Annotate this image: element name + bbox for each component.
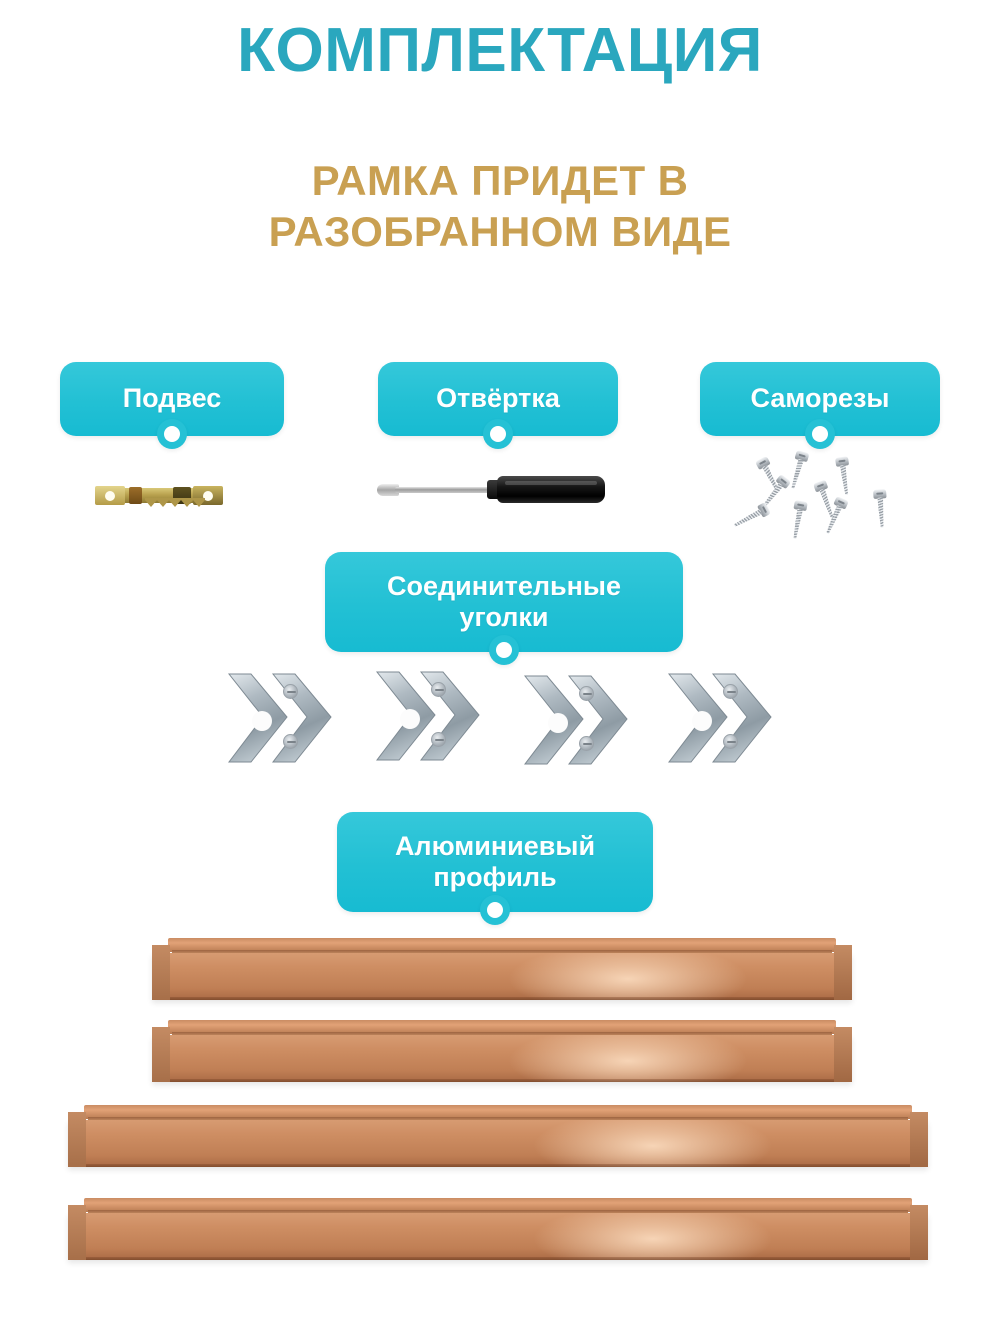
- badge-podves-label: Подвес: [122, 383, 222, 414]
- screw-shank: [733, 509, 762, 528]
- badge-pin-icon: [480, 895, 510, 925]
- screw-shank: [790, 459, 804, 489]
- aluminium-profile-bar: [152, 938, 852, 1000]
- profile-end-left: [152, 1027, 170, 1082]
- badge-ugolki-text: Соединительные уголки: [387, 571, 621, 634]
- profile-end-left: [68, 1205, 86, 1260]
- badge-profil-text: Алюминиевый профиль: [395, 831, 595, 894]
- badge-pin-icon: [157, 419, 187, 449]
- bracket-screw: [431, 682, 446, 697]
- bracket-screw: [283, 734, 298, 749]
- badge-ugolki-line2: уголки: [459, 602, 549, 632]
- badge-otvertka: Отвёртка: [378, 362, 618, 449]
- profile-groove: [172, 1032, 832, 1037]
- hanger-dark-segment: [129, 487, 142, 504]
- screwdriver-handle: [497, 476, 605, 503]
- screw-shank: [877, 497, 885, 527]
- profile-top-lip: [168, 1020, 836, 1034]
- bracket-screw: [723, 734, 738, 749]
- badge-ugolki-line1: Соединительные: [386, 570, 622, 601]
- badge-profil-line2: профиль: [433, 862, 557, 892]
- corner-brackets-image: [225, 668, 785, 768]
- bracket-chevron-right: [269, 670, 333, 766]
- page-title: КОМПЛЕКТАЦИЯ: [237, 16, 763, 85]
- badge-samorezy-label: Саморезы: [750, 383, 890, 414]
- hanger-hole-left: [105, 491, 115, 501]
- bracket-chevron-left: [225, 670, 289, 766]
- bracket-hole: [400, 709, 420, 729]
- bracket-chevron-right: [709, 670, 773, 766]
- page-subtitle: РАМКА ПРИДЕТ В РАЗОБРАННОМ ВИДЕ: [268, 157, 732, 256]
- corner-bracket-item: [373, 668, 485, 764]
- profile-end-right: [834, 945, 852, 1000]
- profile-end-right: [834, 1027, 852, 1082]
- screw-shank: [840, 465, 850, 496]
- screwdriver-image: [375, 470, 605, 510]
- hanger-sawtooth-icon: [145, 498, 205, 507]
- corner-bracket-item: [225, 670, 337, 766]
- bracket-screw: [431, 732, 446, 747]
- aluminium-profile-bar: [68, 1198, 928, 1260]
- profile-groove: [172, 950, 832, 955]
- badge-podves: Подвес: [60, 362, 284, 449]
- aluminium-profile-bar: [152, 1020, 852, 1082]
- screwdriver-shaft: [395, 487, 499, 493]
- screws-image: [745, 450, 945, 575]
- badge-profil-line1: Алюминиевый: [394, 830, 596, 861]
- badge-samorezy: Саморезы: [700, 362, 940, 449]
- bracket-hole: [692, 711, 712, 731]
- screwdriver-phillips-tip: [377, 484, 399, 496]
- bracket-hole: [252, 711, 272, 731]
- bracket-chevron-right: [565, 672, 629, 768]
- profile-face: [68, 1213, 928, 1260]
- picture-hanger-image: [95, 484, 223, 508]
- bracket-screw: [579, 686, 594, 701]
- bracket-screw: [283, 684, 298, 699]
- bracket-hole: [548, 713, 568, 733]
- profile-end-right: [910, 1205, 928, 1260]
- badge-alyuminievyy-profil: Алюминиевый профиль: [337, 812, 653, 925]
- profile-end-left: [152, 945, 170, 1000]
- profile-top-lip: [84, 1105, 912, 1119]
- corner-bracket-item: [665, 670, 777, 766]
- aluminium-profile-bar: [68, 1105, 928, 1167]
- bracket-chevron-left: [665, 670, 729, 766]
- badge-pin-icon: [489, 635, 519, 665]
- corner-bracket-item: [521, 672, 633, 768]
- profile-face: [152, 1035, 852, 1082]
- bracket-chevron-right: [417, 668, 481, 764]
- profile-groove: [88, 1117, 908, 1122]
- screw-shank: [792, 508, 803, 539]
- bracket-chevron-left: [373, 668, 437, 764]
- badge-soedinitelnye-ugolki: Соединительные уголки: [325, 552, 683, 665]
- profile-top-lip: [84, 1198, 912, 1212]
- badge-pin-icon: [483, 419, 513, 449]
- badge-otvertka-label: Отвёртка: [436, 383, 560, 414]
- profile-end-right: [910, 1112, 928, 1167]
- profile-end-left: [68, 1112, 86, 1167]
- profile-face: [68, 1120, 928, 1167]
- screw-shank: [819, 488, 835, 518]
- profile-top-lip: [168, 938, 836, 952]
- bracket-chevron-left: [521, 672, 585, 768]
- bracket-screw: [723, 684, 738, 699]
- profile-face: [152, 953, 852, 1000]
- screw-head: [873, 489, 887, 499]
- badge-pin-icon: [805, 419, 835, 449]
- bracket-screw: [579, 736, 594, 751]
- hanger-hole-right: [203, 491, 213, 501]
- profile-groove: [88, 1210, 908, 1215]
